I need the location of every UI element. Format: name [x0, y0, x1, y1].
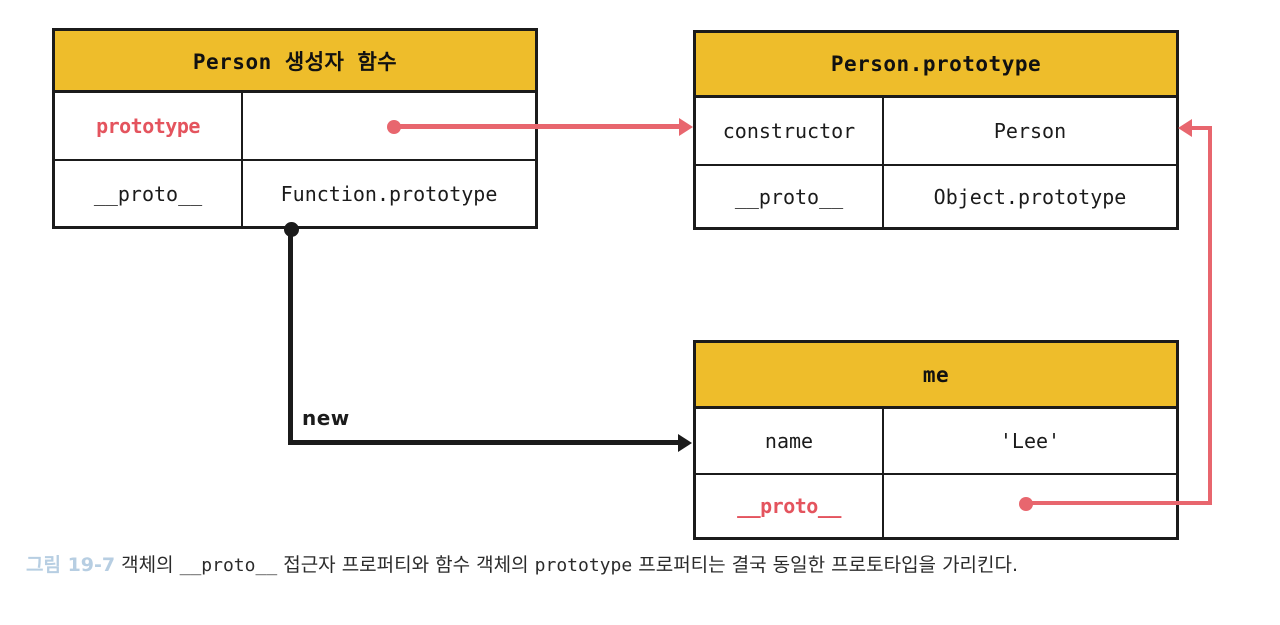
caption-text-part2: 접근자 프로퍼티와 함수 객체의 — [283, 554, 529, 576]
new-link-arrowhead — [678, 434, 692, 452]
caption-text-part1: 객체의 — [121, 554, 174, 576]
prototype-link-arrowhead — [679, 118, 693, 136]
cell-proto-key: __proto__ — [696, 166, 884, 227]
instance-object-title: me — [696, 343, 1176, 409]
prototype-object-table: Person.prototype constructor Person __pr… — [693, 30, 1179, 230]
new-link-line-horizontal — [288, 440, 680, 445]
cell-proto-key: __proto__ — [55, 161, 243, 226]
table-row: prototype — [55, 93, 535, 161]
cell-name-key: name — [696, 409, 884, 473]
cell-proto-value: Function.prototype — [280, 181, 498, 206]
cell-constructor-key: constructor — [696, 98, 884, 164]
caption-text-part3: 프로퍼티는 결국 동일한 프로토타입을 가리킨다. — [638, 554, 1019, 576]
table-row: __proto__ — [696, 475, 1176, 537]
prototype-object-title: Person.prototype — [696, 33, 1176, 98]
table-row: name 'Lee' — [696, 409, 1176, 475]
proto-link-line-horizontal-bottom — [1026, 501, 1212, 505]
cell-prototype-key: prototype — [55, 93, 243, 159]
table-row: __proto__ Object.prototype — [696, 166, 1176, 227]
new-link-line-vertical — [288, 229, 293, 444]
table-row: constructor Person — [696, 98, 1176, 166]
proto-link-line-horizontal-top — [1192, 126, 1212, 130]
prototype-link-line — [394, 124, 682, 129]
figure-number: 그림 19-7 — [26, 554, 116, 576]
caption-code-proto: __proto__ — [179, 555, 278, 576]
caption-code-prototype: prototype — [534, 555, 633, 576]
constructor-function-title: Person 생성자 함수 — [55, 31, 535, 93]
cell-constructor-value: Person — [993, 119, 1067, 143]
table-row: __proto__ Function.prototype — [55, 161, 535, 226]
proto-link-line-vertical — [1208, 126, 1212, 505]
proto-link-arrowhead — [1178, 119, 1192, 137]
new-edge-label: new — [302, 406, 350, 430]
cell-proto-key: __proto__ — [696, 475, 884, 537]
cell-name-value: 'Lee' — [999, 429, 1061, 453]
instance-object-table: me name 'Lee' __proto__ — [693, 340, 1179, 540]
cell-proto-value: Object.prototype — [933, 184, 1127, 209]
